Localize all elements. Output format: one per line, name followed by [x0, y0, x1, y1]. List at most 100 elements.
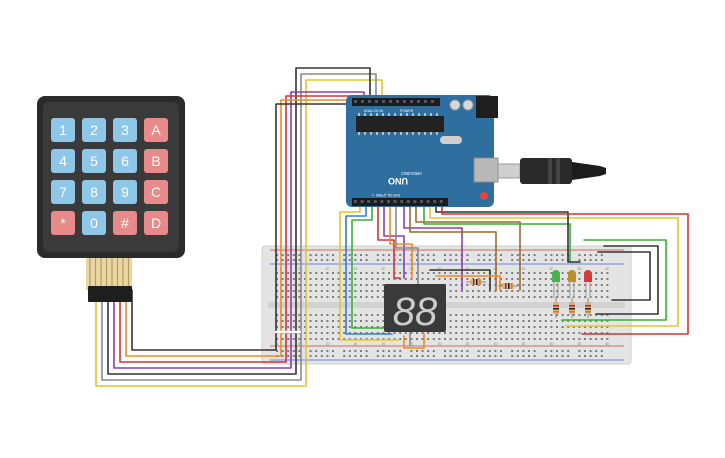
resistor-5[interactable]	[585, 298, 591, 318]
keypad-key-9[interactable]: 9	[113, 180, 137, 204]
rail-hole	[444, 350, 446, 352]
breadboard-hole	[600, 284, 603, 286]
keypad-key-star[interactable]: *	[51, 211, 75, 235]
wire-keypad-1[interactable]	[95, 79, 383, 387]
arduino-reset-button[interactable]	[480, 192, 488, 200]
breadboard-hole	[561, 320, 564, 322]
wire-d-12[interactable]	[429, 204, 679, 327]
wire-display-b[interactable]	[435, 275, 501, 291]
wire-green-rail[interactable]	[561, 239, 667, 321]
wire-gnd[interactable]	[441, 204, 689, 335]
chip-pin	[370, 132, 372, 135]
breadboard-hole	[276, 296, 278, 298]
rail-hole	[348, 254, 351, 256]
keypad-key-2[interactable]: 2	[82, 118, 106, 142]
keypad-key-d[interactable]: D	[144, 211, 168, 235]
rail-hole	[444, 259, 446, 261]
resistor-1[interactable]	[466, 279, 486, 285]
wire-d-2[interactable]	[345, 204, 393, 335]
rail-hole	[281, 355, 284, 357]
keypad-key-4[interactable]: 4	[51, 149, 75, 173]
resistor-2[interactable]	[498, 283, 518, 289]
rail-hole	[382, 350, 385, 352]
wire-led-gnd-2[interactable]	[597, 251, 651, 301]
resistor-4[interactable]	[569, 298, 575, 318]
chip-pin	[376, 132, 378, 135]
rail-hole	[511, 350, 514, 352]
rail-hole	[550, 350, 553, 352]
keypad-key-5[interactable]: 5	[82, 149, 106, 173]
breadboard-hole	[360, 290, 362, 292]
header-pin	[380, 200, 384, 203]
led-yellow[interactable]	[568, 270, 576, 298]
led-red[interactable]	[584, 270, 592, 298]
wire-keypad-6[interactable]	[125, 99, 353, 357]
led-green[interactable]	[552, 270, 560, 298]
wire-d-13[interactable]	[435, 204, 581, 263]
wire-d-10[interactable]	[415, 204, 521, 291]
breadboard-hole	[477, 326, 480, 328]
breadboard-hole	[539, 290, 542, 292]
header-pin	[373, 200, 377, 203]
breadboard-hole	[326, 326, 329, 328]
breadboard-hole	[500, 296, 502, 298]
wire-d-9[interactable]	[409, 204, 497, 291]
rail-hole	[466, 355, 469, 357]
keypad-key-6[interactable]: 6	[113, 149, 137, 173]
seven-segment-display[interactable]: 88	[384, 284, 446, 334]
breadboard-hole	[376, 284, 379, 286]
breadboard[interactable]: 1155101015152020252530303535404045455050…	[261, 245, 632, 365]
keypad-key-c[interactable]: C	[144, 180, 168, 204]
breadboard-hole	[449, 272, 452, 274]
arduino-chip	[356, 116, 444, 132]
wire-d-6[interactable]	[389, 204, 413, 279]
keypad-key-7[interactable]: 7	[51, 180, 75, 204]
breadboard-hole	[309, 284, 312, 286]
keypad-key-hash[interactable]: #	[113, 211, 137, 235]
breadboard-hole	[584, 338, 586, 340]
breadboard-hole	[410, 338, 413, 340]
arduino-uno[interactable]: UNO ARDUINO POWER DIGITAL (PWM ~) ANALOG…	[346, 95, 606, 207]
breadboard-hole	[511, 272, 514, 274]
rail-hole	[483, 355, 486, 357]
breadboard-hole	[444, 332, 446, 334]
wire-d-5[interactable]	[383, 204, 405, 279]
keypad-key-1[interactable]: 1	[51, 118, 75, 142]
breadboard-hole	[505, 278, 508, 280]
breadboard-hole	[276, 326, 278, 328]
breadboard-hole	[595, 320, 598, 322]
breadboard-hole	[589, 320, 592, 322]
breadboard-hole	[572, 326, 575, 328]
breadboard-hole	[494, 326, 497, 328]
breadboard-hole	[505, 332, 508, 334]
breadboard-hole	[315, 272, 318, 274]
breadboard-hole	[606, 296, 609, 298]
rail-hole	[483, 350, 486, 352]
wire-d-11[interactable]	[423, 204, 571, 263]
keypad-key-b[interactable]: B	[144, 149, 168, 173]
rail-hole	[528, 254, 530, 256]
wire-keypad-4[interactable]	[113, 91, 365, 369]
keypad-key-0[interactable]: 0	[82, 211, 106, 235]
wire-keypad-3[interactable]	[107, 67, 371, 375]
breadboard-hole	[544, 326, 547, 328]
breadboard-hole	[399, 338, 402, 340]
wire-display-bottom[interactable]	[403, 333, 425, 349]
wire-d-4[interactable]	[377, 204, 401, 279]
wire-display-a[interactable]	[429, 269, 491, 291]
breadboard-hole	[500, 332, 502, 334]
breadboard-hole	[606, 284, 609, 286]
keypad-key-a[interactable]: A	[144, 118, 168, 142]
wire-d-1[interactable]	[339, 204, 399, 341]
resistor-3[interactable]	[553, 298, 559, 318]
breadboard-hole	[488, 338, 491, 340]
breadboard-hole	[292, 272, 295, 274]
breadboard-hole	[472, 296, 474, 298]
keypad-key-3[interactable]: 3	[113, 118, 137, 142]
wire-d-3[interactable]	[351, 204, 389, 329]
wire-keypad-2[interactable]	[101, 73, 377, 381]
wire-keypad-7[interactable]	[131, 103, 351, 351]
keypad-key-8[interactable]: 8	[82, 180, 106, 204]
wire-led-gnd[interactable]	[595, 245, 659, 315]
